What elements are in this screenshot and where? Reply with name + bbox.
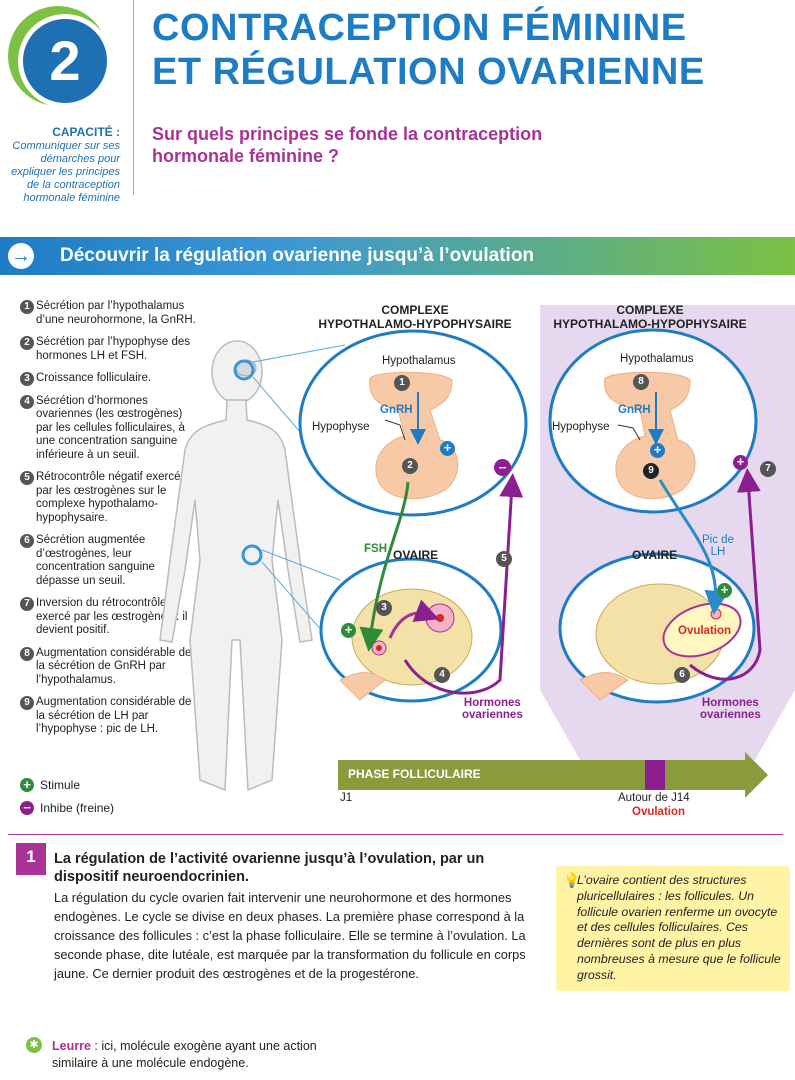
plus-icon: + — [440, 441, 455, 456]
marker-9: 9 — [643, 463, 659, 479]
phase-folliculaire-label: PHASE FOLLICULAIRE — [348, 767, 481, 781]
ovulation-follicle-label: Ovulation — [678, 625, 731, 637]
pic-lh-label: Pic de LH — [702, 534, 734, 558]
left-gnrh-label: GnRH — [380, 404, 413, 416]
ovulation-time-label: Ovulation — [632, 806, 685, 818]
marker-7: 7 — [760, 461, 776, 477]
ovulation-marker — [645, 760, 665, 790]
doc-text: La régulation du cycle ovarien fait inte… — [54, 888, 544, 983]
left-hormones-label: Hormones ovariennes — [462, 697, 523, 721]
left-complex-title: COMPLEXE HYPOTHALAMO-HYPOPHYSAIRE — [310, 303, 520, 331]
right-ovaire-label: OVAIRE — [632, 548, 677, 562]
doc-number: 1 — [16, 847, 46, 867]
right-hypothalamus-label: Hypothalamus — [620, 353, 694, 365]
right-complex-title: COMPLEXE HYPOTHALAMO-HYPOPHYSAIRE — [545, 303, 755, 331]
marker-8: 8 — [633, 374, 649, 390]
leurre-definition: Leurre : ici, molécule exogène ayant une… — [52, 1038, 352, 1072]
right-gnrh-label: GnRH — [618, 404, 651, 416]
plus-icon: + — [650, 443, 665, 458]
fsh-label: FSH — [364, 543, 387, 555]
left-hypothalamus-label: Hypothalamus — [382, 355, 456, 367]
marker-1: 1 — [394, 375, 410, 391]
plus-icon: + — [341, 623, 356, 638]
j1-label: J1 — [340, 792, 352, 804]
right-hypophyse-label: Hypophyse — [552, 421, 610, 433]
marker-4: 4 — [434, 667, 450, 683]
right-hormones-label: Hormones ovariennes — [700, 697, 761, 721]
left-ovaire-label: OVAIRE — [393, 548, 438, 562]
marker-5: 5 — [496, 551, 512, 567]
marker-3: 3 — [376, 600, 392, 616]
leurre-term: Leurre — [52, 1039, 91, 1053]
marker-6: 6 — [674, 667, 690, 683]
plus-icon: + — [733, 455, 748, 470]
marker-2: 2 — [402, 458, 418, 474]
doc-title: La régulation de l’activité ovarienne ju… — [54, 850, 524, 886]
minus-icon: − — [494, 459, 511, 476]
leurre-text: : ici, molécule exogène ayant une action… — [52, 1039, 317, 1070]
note-text: L’ovaire contient des structures plurice… — [577, 873, 785, 984]
woman-body-figure — [160, 341, 312, 790]
asterisk-icon: ✱ — [26, 1037, 42, 1053]
doc-frame-line — [8, 834, 783, 835]
plus-icon: + — [717, 583, 732, 598]
left-hypophyse-label: Hypophyse — [312, 421, 370, 433]
j14-label: Autour de J14 — [618, 792, 690, 804]
